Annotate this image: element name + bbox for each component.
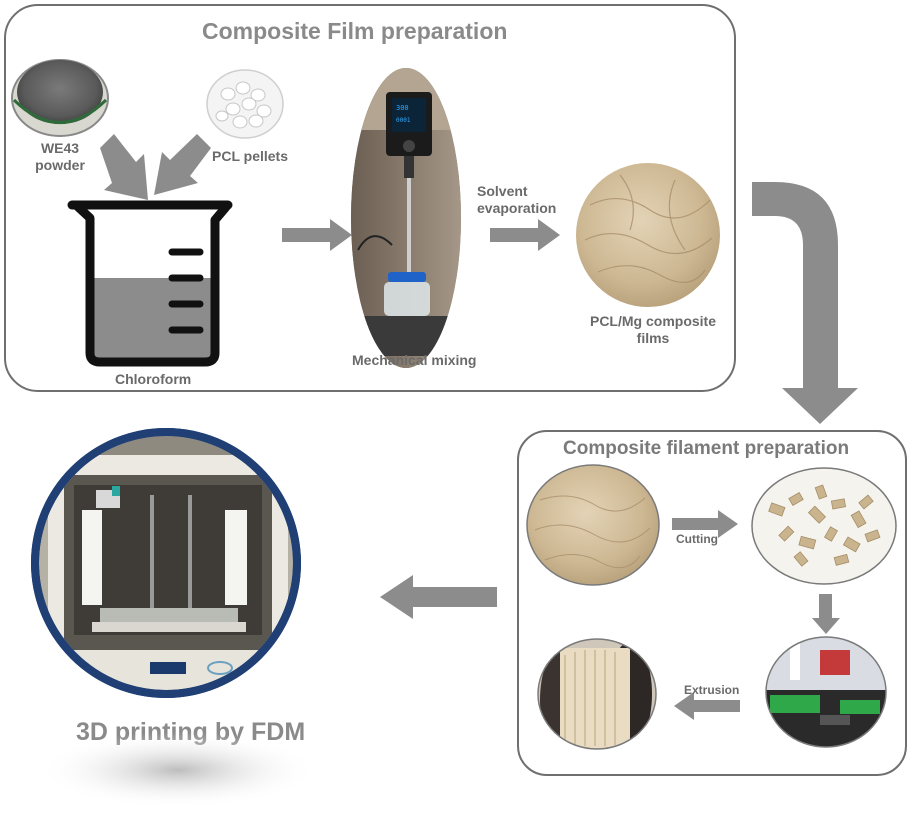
we43-powder-dish-image: [11, 59, 109, 137]
filament-panel-title: Composite filament preparation: [563, 438, 850, 459]
printer-shadow: [38, 732, 318, 808]
extrusion-label: Extrusion: [684, 683, 740, 697]
extruder-image: [765, 636, 887, 748]
composite-films-label: PCL/Mg composite films: [589, 313, 716, 346]
cut-pieces-image: [751, 467, 897, 585]
cutting-arrow: [672, 510, 738, 538]
film-panel-title: Composite Film preparation: [202, 18, 508, 44]
cutting-label: Cutting: [676, 532, 718, 546]
pcl-pellets-label: PCL pellets: [212, 148, 288, 164]
3d-printer-image: [31, 428, 301, 698]
mixing-to-films-arrow: [490, 219, 560, 251]
we43-powder-label: WE43 powder: [35, 140, 85, 173]
filament-to-printing-arrow: [380, 575, 497, 619]
svg-text:0001: 0001: [396, 117, 411, 124]
pellets-to-beaker-arrow: [154, 134, 211, 195]
film-to-filament-arrow: [752, 182, 858, 424]
powder-to-beaker-arrow: [100, 134, 148, 200]
beaker-to-mixing-arrow: [282, 219, 352, 251]
mechanical-mixer-image: 300 0001: [351, 68, 461, 368]
svg-text:300: 300: [396, 104, 409, 112]
filament-film-sheet-image: [526, 464, 660, 586]
filament-spool-image: [537, 638, 657, 750]
chloroform-label: Chloroform: [115, 371, 192, 387]
pieces-to-extruder-arrow: [812, 594, 840, 634]
solvent-evaporation-label: Solvent evaporation: [477, 183, 557, 216]
pcl-pellets-image: [206, 69, 284, 139]
chloroform-beaker-icon: [67, 200, 233, 367]
extrusion-arrow: [674, 692, 740, 720]
mechanical-mixing-label: Mechanical mixing: [352, 352, 477, 368]
composite-films-image: [576, 163, 720, 307]
